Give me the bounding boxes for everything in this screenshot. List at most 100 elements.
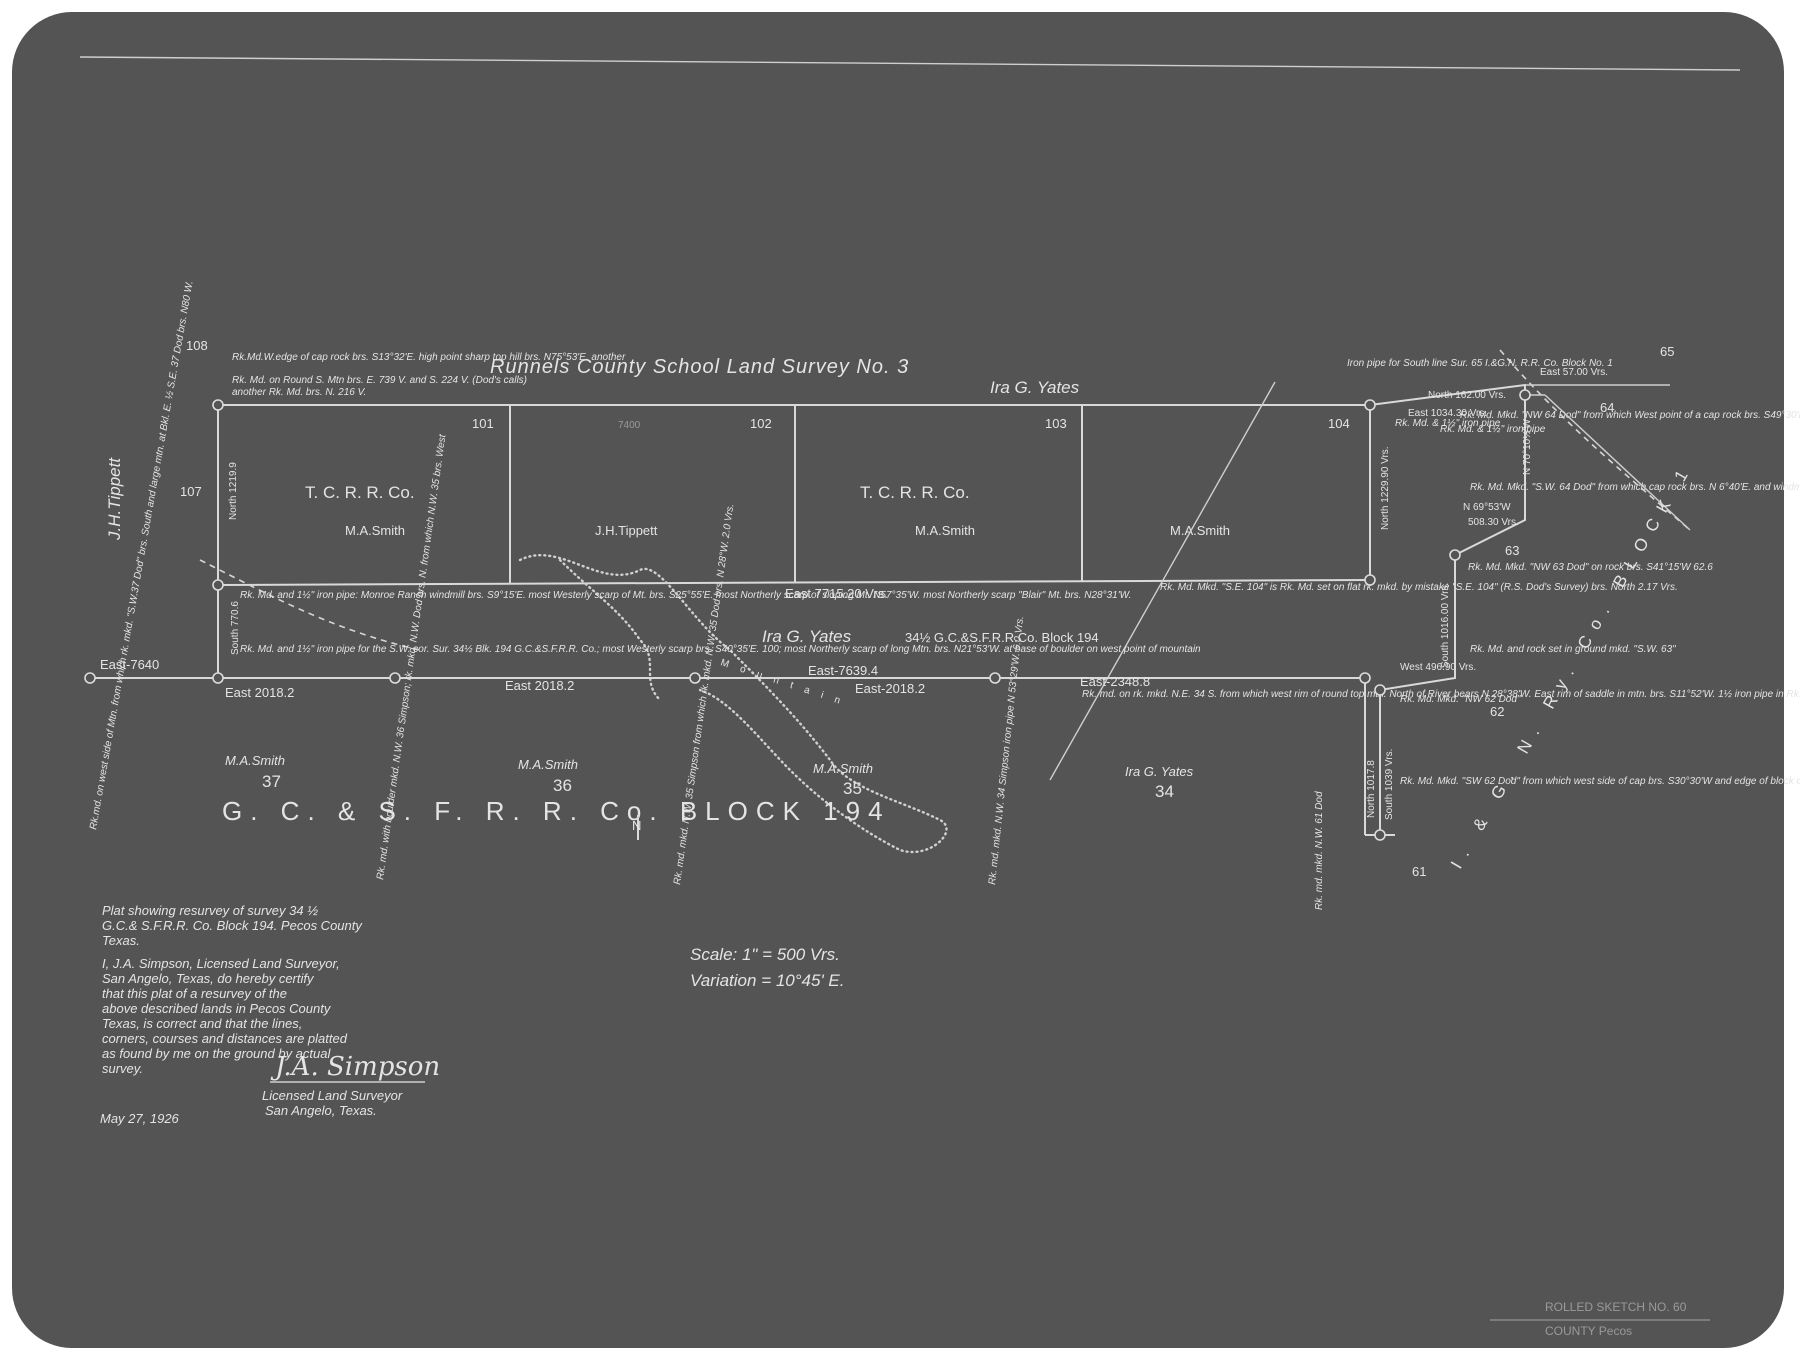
- east-7639: East-7639.4: [808, 663, 878, 678]
- owner-104: M.A.Smith: [1170, 523, 1230, 538]
- line-east-57: East 57.00 Vrs.: [1540, 367, 1608, 378]
- svg-text:San Angelo, Texas, do hereby c: San Angelo, Texas, do hereby certify: [102, 971, 315, 986]
- caption-line-3: Texas.: [102, 933, 140, 948]
- line-north-162: North 162.00 Vrs.: [1428, 390, 1506, 401]
- note-cap-rock: Rk.Md.W.edge of cap rock brs. S13°32'E. …: [232, 352, 626, 363]
- east-2018-c: East-2018.2: [855, 681, 925, 696]
- line-n69: N 69°53'W: [1463, 502, 1511, 513]
- note-another: another Rk. Md. brs. N. 216 V.: [232, 387, 366, 398]
- north-arrow: N: [632, 818, 641, 833]
- block-194-big-label: G. C. & S. F. R. R. Co. BLOCK 194: [222, 796, 891, 826]
- note-sw-63: Rk. Md. and rock set in ground mkd. "S.W…: [1470, 644, 1676, 655]
- south-770: South 770.6: [230, 601, 241, 655]
- line-west: West 496.90 Vrs.: [1400, 662, 1476, 673]
- top-border-line: [79, 56, 1741, 71]
- note-monroe-windmill: Rk. Md. and 1½" iron pipe: Monroe Ranch …: [240, 590, 1131, 601]
- note-nw-63: Rk. Md. Mkd. "NW 63 Dod" on rock brs. S4…: [1468, 562, 1713, 573]
- plat-date: May 27, 1926: [100, 1111, 180, 1126]
- survey-61: 61: [1412, 864, 1426, 879]
- survey-64: 64: [1600, 400, 1614, 415]
- owner-tippett-left: J.H.Tippett: [105, 457, 124, 541]
- survey-107: 107: [180, 484, 202, 499]
- survey-65: 65: [1660, 344, 1674, 359]
- faded-7400: 7400: [618, 420, 641, 431]
- owner-yates-center: Ira G. Yates: [762, 627, 852, 646]
- survey-34: 34: [1155, 782, 1174, 801]
- tcrr-right: T. C. R. R. Co.: [860, 483, 970, 502]
- survey-62: 62: [1490, 704, 1504, 719]
- owner-103: M.A.Smith: [915, 523, 975, 538]
- owner-101: M.A.Smith: [345, 523, 405, 538]
- vertical-note-35: Rk. md. mkd. N.W. 35 Simpson from which …: [672, 503, 736, 885]
- tcrr-left: T. C. R. R. Co.: [305, 483, 415, 502]
- mountain-outline-2: [558, 558, 662, 702]
- surveyor-title: Licensed Land Surveyor: [262, 1088, 403, 1103]
- svg-text:survey.: survey.: [102, 1061, 143, 1076]
- survey-102: 102: [750, 416, 772, 431]
- svg-text:above described lands in Pecos: above described lands in Pecos County: [102, 1001, 332, 1016]
- road-dashed: [199, 559, 421, 651]
- certificate: I, J.A. Simpson, Licensed Land Surveyor,…: [102, 956, 348, 1076]
- east-2348: East-2348.8: [1080, 674, 1150, 689]
- diagonal-line: [1049, 381, 1276, 781]
- line-south-1016: South 1016.00 Vrs.: [1440, 583, 1451, 668]
- svg-text:as found by me on the ground b: as found by me on the ground by actual: [102, 1046, 331, 1061]
- variation-label: Variation = 10°45' E.: [690, 971, 845, 990]
- owner-37: M.A.Smith: [225, 753, 285, 768]
- east-7640: East-7640: [100, 657, 159, 672]
- owner-35: M.A.Smith: [813, 761, 873, 776]
- survey-101: 101: [472, 416, 494, 431]
- note-iron-pipe-104: Rk. Md. & 1½" iron pipe: [1395, 418, 1501, 429]
- block-194-label: 34½ G.C.&S.F.R.R.Co. Block 194: [905, 630, 1099, 645]
- svg-text:that this plat of a resurvey o: that this plat of a resurvey of the: [102, 986, 287, 1001]
- right-boundary: [1369, 383, 1526, 835]
- owner-top: Ira G. Yates: [990, 378, 1080, 397]
- note-sw-64: Rk. Md. Mkd. "S.W. 64 Dod" from which ca…: [1470, 482, 1800, 493]
- caption-line-2: G.C.& S.F.R.R. Co. Block 194. Pecos Coun…: [102, 918, 363, 933]
- note-se-104: Rk. Md. Mkd. "S.E. 104" is Rk. Md. set o…: [1160, 582, 1678, 593]
- survey-63: 63: [1505, 543, 1519, 558]
- road-dashed-right: [1499, 349, 1691, 531]
- owner-34: Ira G. Yates: [1125, 764, 1194, 779]
- surveyor-city: San Angelo, Texas.: [265, 1103, 377, 1118]
- line-508: 508.30 Vrs.: [1468, 517, 1519, 528]
- corner-markers: [84, 389, 1531, 841]
- note-ne-34: Rk. md. on rk. mkd. N.E. 34 S. from whic…: [1082, 689, 1800, 700]
- owner-36: M.A.Smith: [518, 757, 578, 772]
- line-south-1039: South 1039 Vrs.: [1384, 749, 1395, 820]
- survey-35: 35: [843, 779, 862, 798]
- survey-104: 104: [1328, 416, 1350, 431]
- line-north-1229: North 1229.90 Vrs.: [1380, 446, 1391, 530]
- line-64-diag: [1544, 394, 1691, 531]
- owner-102: J.H.Tippett: [595, 523, 658, 538]
- svg-text:Texas, is correct and that the: Texas, is correct and that the lines,: [102, 1016, 302, 1031]
- svg-text:corners, courses and distances: corners, courses and distances are platt…: [102, 1031, 348, 1046]
- stamp-line-1: ROLLED SKETCH NO. 60: [1545, 1300, 1687, 1314]
- scale-label: Scale: 1" = 500 Vrs.: [690, 945, 840, 964]
- caption-line-1: Plat showing resurvey of survey 34 ½: [102, 903, 318, 918]
- line-east-1034: East 1034.30 Vrs.: [1408, 408, 1487, 419]
- survey-37: 37: [262, 772, 281, 791]
- vertical-note-34: Rk. md. mkd. N.W. 34 Simpson iron pipe N…: [987, 616, 1026, 886]
- east-2018-a: East 2018.2: [225, 685, 294, 700]
- survey-108: 108: [186, 338, 208, 353]
- note-sw-corner: Rk. Md. and 1½" iron pipe for the S.W. c…: [240, 644, 1201, 655]
- note-round-mtn: Rk. Md. on Round S. Mtn brs. E. 739 V. a…: [232, 375, 527, 386]
- blueprint-sheet: [12, 12, 1784, 1348]
- note-nw-62: Rk. Md. Mkd. "NW 62 Dod": [1400, 694, 1521, 705]
- vertical-note-37: Rk.md. on west side of Mtn. from which r…: [88, 280, 196, 831]
- note-sw-62: Rk. Md. Mkd. "SW 62 Dod" from which west…: [1400, 776, 1800, 787]
- note-iron-pipe-104b: Rk. Md. & 1½" iron pipe: [1440, 424, 1546, 435]
- east-7715: East 7715.20 Vrs.: [785, 586, 888, 601]
- survey-36: 36: [553, 776, 572, 795]
- mountain-outline: [518, 554, 948, 854]
- line-n70: N 70°10½'W: [1522, 419, 1533, 475]
- stamp-line-2: COUNTY Pecos: [1545, 1324, 1632, 1338]
- east-2018-b: East 2018.2: [505, 678, 574, 693]
- vertical-note-61: Rk. md. mkd. N.W. 61 Dod: [1314, 791, 1325, 910]
- note-nw-64: Rk. Md. Mkd. "NW 64 Dod" from which West…: [1460, 410, 1800, 421]
- survey-103: 103: [1045, 416, 1067, 431]
- signature: J.A. Simpson: [270, 1052, 440, 1082]
- survey-title: Runnels County School Land Survey No. 3: [490, 356, 909, 378]
